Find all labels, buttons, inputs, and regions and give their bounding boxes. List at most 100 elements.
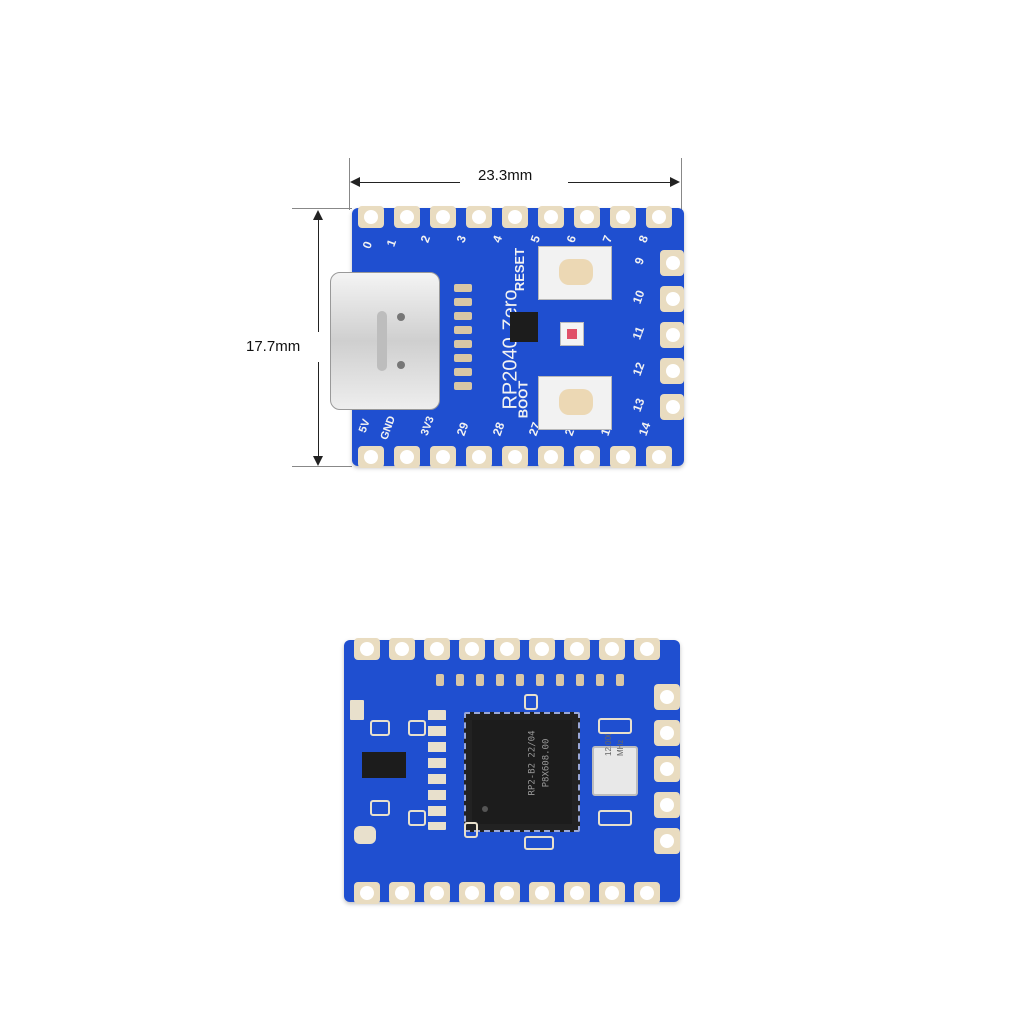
boot-label: BOOT — [515, 380, 531, 419]
width-arrow-left-icon — [350, 177, 360, 187]
pin-label: 1 — [383, 237, 400, 249]
hole — [508, 210, 522, 224]
contact — [454, 368, 472, 376]
pin-label: 9 — [631, 255, 648, 267]
pin-label: 11 — [629, 324, 648, 342]
usb-c-connector — [330, 272, 440, 410]
passive-stack — [428, 710, 446, 830]
hole — [472, 210, 486, 224]
led-die-icon — [567, 329, 577, 339]
capacitor-pad — [524, 694, 538, 710]
front-board: 0 1 2 3 4 5 6 7 8 9 10 11 12 13 5V GND 3… — [330, 206, 684, 468]
mcu-text: P8X608.00 — [541, 738, 552, 788]
pin-label: 3V3 — [418, 414, 437, 438]
pin-label: GND — [378, 414, 399, 442]
hole — [500, 642, 514, 656]
hole — [660, 834, 674, 848]
contact — [454, 340, 472, 348]
hole — [430, 886, 444, 900]
width-dimension-line-left — [352, 182, 460, 183]
hole — [395, 886, 409, 900]
ldo-chip — [362, 752, 406, 778]
height-label: 17.7mm — [246, 338, 301, 355]
capacitor-pad — [408, 720, 426, 736]
width-arrow-right-icon — [670, 177, 680, 187]
hole — [666, 292, 680, 306]
hole — [666, 256, 680, 270]
contact — [454, 312, 472, 320]
boot-button[interactable] — [538, 376, 612, 430]
mcu-text: RP2-B2 22/04 — [527, 730, 538, 796]
contact — [454, 382, 472, 390]
hole — [360, 642, 374, 656]
crystal: 12.000 MHz — [592, 732, 638, 796]
test-pad — [516, 674, 524, 686]
rgb-led — [560, 322, 584, 346]
hole — [400, 210, 414, 224]
hole — [535, 886, 549, 900]
mcu-package — [472, 720, 572, 824]
hole — [544, 450, 558, 464]
test-pad — [496, 674, 504, 686]
hole — [640, 642, 654, 656]
reset-label: RESET — [512, 247, 528, 292]
capacitor-pad — [370, 800, 390, 816]
height-dimension-line-top — [318, 214, 319, 332]
crystal-text: 12.000 — [604, 731, 613, 756]
crystal-text: MHz — [616, 739, 625, 756]
pin1-dot-icon — [482, 806, 488, 812]
width-extension-left — [349, 158, 350, 210]
pin-label: 5V — [356, 417, 373, 435]
pin-label: 29 — [453, 420, 472, 438]
hole — [430, 642, 444, 656]
reset-button[interactable] — [538, 246, 612, 300]
test-pad — [616, 674, 624, 686]
hole — [364, 210, 378, 224]
boot-button-cap — [559, 389, 593, 415]
test-pad — [436, 674, 444, 686]
capacitor-pad — [370, 720, 390, 736]
hole — [436, 450, 450, 464]
usb-c-port-icon — [377, 311, 387, 371]
hole — [544, 210, 558, 224]
hole — [465, 642, 479, 656]
hole — [666, 328, 680, 342]
hole — [660, 726, 674, 740]
pin-label: 14 — [635, 420, 654, 438]
contact — [454, 284, 472, 292]
hole — [580, 450, 594, 464]
pin-label: 0 — [359, 239, 376, 251]
test-pad — [556, 674, 564, 686]
hole — [472, 450, 486, 464]
height-extension-bottom — [292, 466, 352, 467]
hole — [660, 798, 674, 812]
hole — [652, 210, 666, 224]
pin-label: 10 — [629, 288, 648, 306]
hole — [570, 886, 584, 900]
rp2040-mcu: RP2-B2 22/04 P8X608.00 — [464, 712, 580, 832]
capacitor-pad — [408, 810, 426, 826]
width-label: 23.3mm — [478, 167, 533, 184]
hole — [616, 450, 630, 464]
hole — [666, 364, 680, 378]
test-pad — [456, 674, 464, 686]
pin-label: 13 — [629, 396, 648, 414]
contact-strip — [454, 284, 472, 392]
hole — [436, 210, 450, 224]
usb-hole-icon — [397, 313, 405, 321]
contact — [454, 354, 472, 362]
hole — [500, 886, 514, 900]
hole — [395, 642, 409, 656]
hole — [605, 886, 619, 900]
test-pad — [536, 674, 544, 686]
hole — [652, 450, 666, 464]
width-extension-right — [681, 158, 682, 210]
capacitor-pad — [598, 810, 632, 826]
test-pad — [576, 674, 584, 686]
left-component — [354, 826, 376, 844]
back-board: RP2-B2 22/04 P8X608.00 12.000 MHz — [344, 638, 680, 904]
left-component — [350, 700, 364, 720]
reset-button-cap — [559, 259, 593, 285]
hole — [616, 210, 630, 224]
hole — [400, 450, 414, 464]
